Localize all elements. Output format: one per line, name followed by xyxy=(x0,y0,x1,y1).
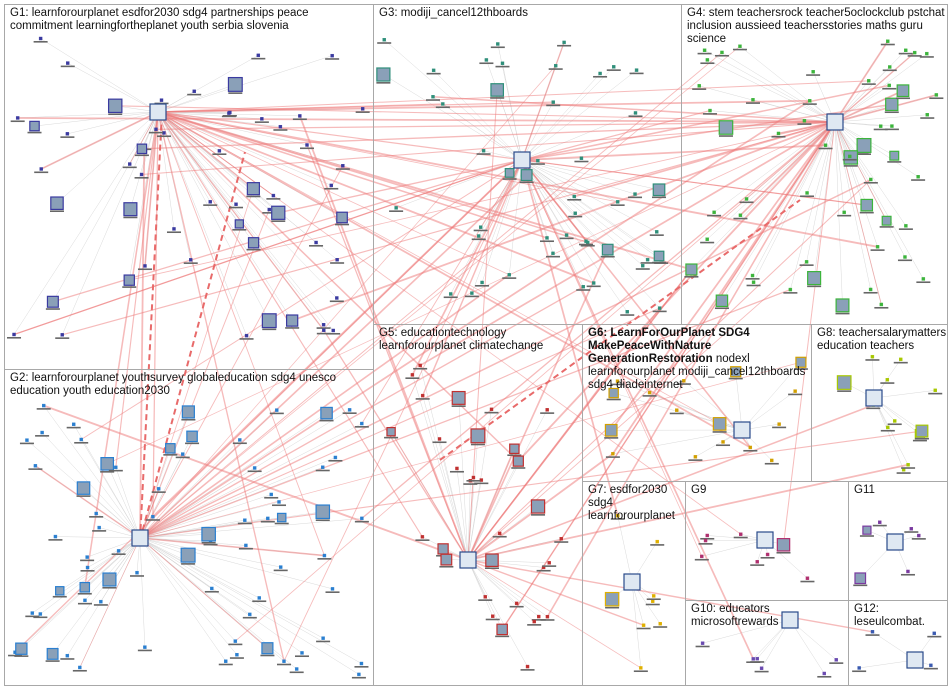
group-label-g5: G5: educationtechnology learnforourplane… xyxy=(379,327,579,353)
group-box-g9: G9 xyxy=(685,481,849,601)
group-box-g5: G5: educationtechnology learnforourplane… xyxy=(373,324,583,686)
group-label-g8: G8: teachersalarymatters education teach… xyxy=(817,327,947,353)
group-label-g1: G1: learnforourplanet esdfor2030 sdg4 pa… xyxy=(10,7,370,33)
group-box-g11: G11 xyxy=(848,481,948,601)
group-label-g11: G11 xyxy=(854,484,875,497)
group-label-g3: G3: modiji_cancel12thboards xyxy=(379,7,679,20)
group-box-g4: G4: stem teachersrock teacher5oclockclub… xyxy=(681,4,948,325)
group-label-g6: G6: LearnForOurPlanet SDG4 MakePeaceWith… xyxy=(588,327,810,392)
group-label-g7: G7: esdfor2030 sdg4 learnforourplanet xyxy=(588,484,684,523)
group-label-g9: G9 xyxy=(691,484,706,497)
group-box-g1: G1: learnforourplanet esdfor2030 sdg4 pa… xyxy=(4,4,374,370)
group-box-g2: G2: learnforourplanet youthsurvey global… xyxy=(4,369,374,686)
group-label-g12: G12: leseulcombat. xyxy=(854,603,948,629)
group-box-g12: G12: leseulcombat. xyxy=(848,600,948,686)
group-label-g2: G2: learnforourplanet youthsurvey global… xyxy=(10,372,370,398)
group-label-g10: G10: educators microsoftrewards xyxy=(691,603,846,629)
group-label-g4: G4: stem teachersrock teacher5oclockclub… xyxy=(687,7,947,46)
group-box-g10: G10: educators microsoftrewards xyxy=(685,600,849,686)
group-box-g8: G8: teachersalarymatters education teach… xyxy=(811,324,948,482)
group-box-g6: G6: LearnForOurPlanet SDG4 MakePeaceWith… xyxy=(582,324,812,482)
group-box-g7: G7: esdfor2030 sdg4 learnforourplanet xyxy=(582,481,686,686)
group-box-g3: G3: modiji_cancel12thboards xyxy=(373,4,682,325)
